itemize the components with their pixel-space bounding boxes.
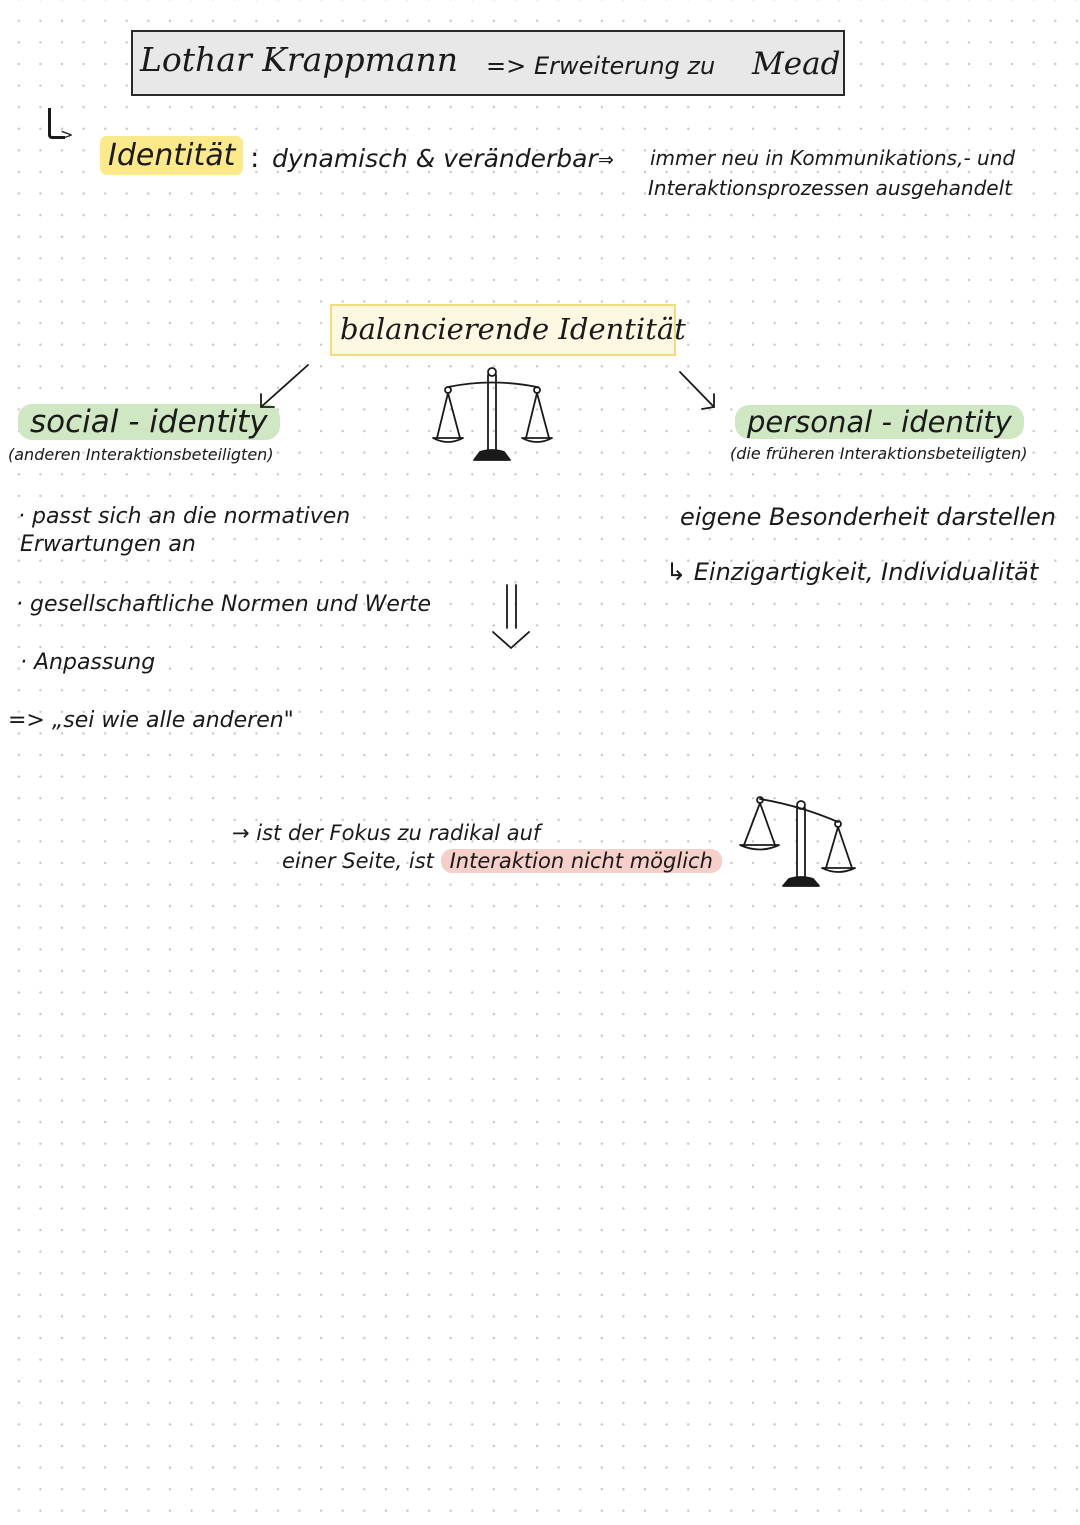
social-identity-sub: (anderen Interaktionsbeteiligten) (8, 445, 274, 464)
social-item: · passt sich an die normativen (18, 504, 351, 529)
identitaet-term: Identität (100, 136, 244, 175)
social-item: · gesellschaftliche Normen und Werte (16, 592, 432, 617)
return-arrow-icon (48, 108, 65, 139)
down-double-arrow-icon (492, 584, 530, 649)
note-line1: → ist der Fokus zu radikal auf (232, 821, 541, 845)
note-highlight: Interaktion nicht möglich (440, 849, 722, 873)
personal-item: eigene Besonderheit darstellen (680, 503, 1057, 531)
arrow-to-personal-icon (679, 371, 715, 410)
social-item: => „sei wie alle anderen" (8, 708, 294, 733)
personal-item: ↳ Einzigartigkeit, Individualität (666, 558, 1039, 586)
social-item: · Anpassung (20, 650, 156, 675)
note-line2: einer Seite, ist Interaktion nicht mögli… (282, 849, 722, 873)
personal-identity-highlight: personal - identity (735, 405, 1024, 439)
identitaet-note-line2: Interaktionsprozessen ausgehandelt (648, 176, 1013, 200)
social-identity-label: social - identity (8, 404, 290, 440)
balance-box (330, 304, 676, 356)
title-name: Lothar Krappmann (140, 40, 459, 79)
identitaet-note-line1: immer neu in Kommunikations,- und (650, 146, 1016, 170)
return-arrow-head-icon: > (60, 125, 74, 144)
personal-identity-sub: (die früheren Interaktionsbeteiligten) (730, 444, 1028, 463)
title-subtitle: Erweiterung zu (534, 52, 716, 80)
balance-scale-icon (432, 367, 553, 461)
personal-identity-label: personal - identity (735, 405, 1024, 439)
title-box (131, 30, 845, 96)
balance-label: balancierende Identität (340, 312, 686, 346)
title-arrow: => (486, 52, 527, 80)
title-reference: Mead (752, 46, 841, 82)
arrow-to-social-icon (260, 364, 309, 408)
social-identity-highlight: social - identity (18, 404, 280, 440)
identitaet-highlight: Identität (100, 136, 244, 175)
identitaet-colon: : (250, 141, 260, 174)
identitaet-arrow: ⇒ (598, 149, 614, 171)
balance-scale-tilted-icon (739, 796, 856, 887)
social-item: Erwartungen an (20, 532, 196, 557)
identitaet-description: dynamisch & veränderbar (272, 144, 598, 173)
note-line2-prefix: einer Seite, ist (282, 849, 434, 873)
